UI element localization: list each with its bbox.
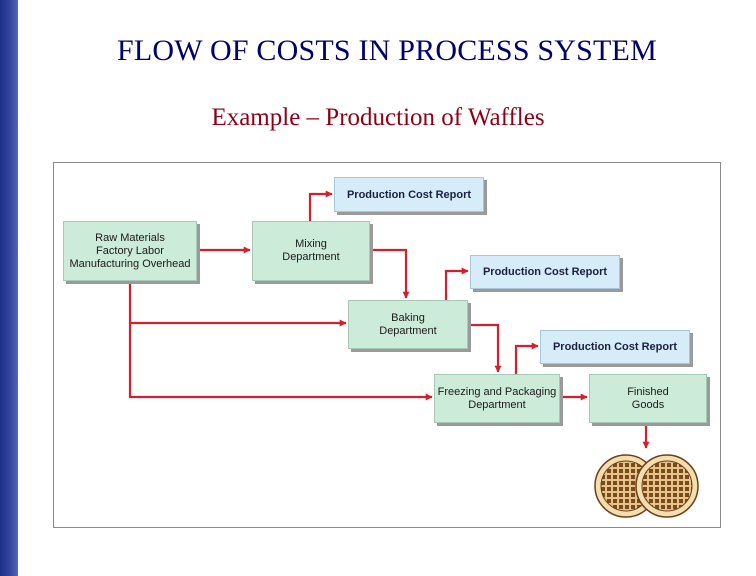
arrow-baking-to-freezing: [467, 323, 502, 373]
slide-title: FLOW OF COSTS IN PROCESS SYSTEM: [117, 34, 657, 67]
waffles-icon: [594, 454, 699, 518]
inputs-box: Raw Materials Factory Labor Manufacturin…: [63, 221, 197, 281]
arrow-freezing-to-report-3: [514, 342, 539, 374]
arrow-mixing-to-baking: [369, 248, 410, 299]
production-cost-report-3: Production Cost Report: [540, 330, 690, 364]
production-cost-report-1: Production Cost Report: [334, 177, 484, 212]
freezing-packaging-department-box: Freezing and Packaging Department: [434, 374, 560, 423]
baking-department-box: Baking Department: [348, 300, 468, 349]
production-cost-report-2: Production Cost Report: [470, 255, 620, 289]
finished-goods-box: Finished Goods: [589, 374, 707, 423]
arrow-baking-to-report-2: [444, 267, 469, 300]
arrow-mixing-to-report-1: [308, 190, 333, 222]
mixing-department-box: Mixing Department: [252, 221, 370, 281]
arrow-inputs-to-baking: [128, 282, 347, 327]
arrow-inputs-to-freezing: [128, 323, 433, 401]
slide-side-bar: [0, 0, 18, 576]
slide-subtitle: Example – Production of Waffles: [211, 104, 545, 131]
